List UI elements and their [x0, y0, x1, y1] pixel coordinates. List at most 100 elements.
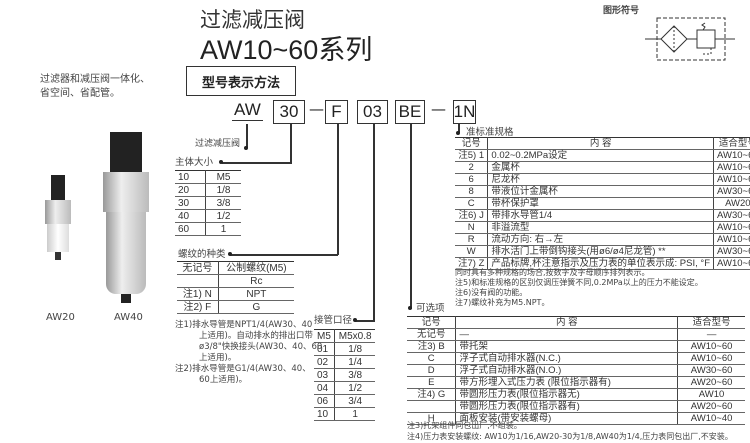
series-title: AW10~60系列: [200, 35, 373, 65]
table-cell: AW30~60: [713, 209, 750, 222]
table-cell: AW30~60: [677, 364, 745, 377]
column-header: 内 容: [487, 137, 715, 150]
table-cell: 带托架: [455, 340, 679, 353]
table-cell: —: [455, 328, 679, 341]
table-cell: AW20: [713, 197, 750, 210]
table-row: 带圆形压力表(限位指示器有)AW20~60: [407, 400, 745, 413]
table-cell: 1/8: [205, 183, 241, 197]
semi-standard-table: 记号内 容适合型号注5) 10.02~0.2MPa设定AW10~602金属杯AW…: [455, 137, 750, 270]
table-cell: AW10~60: [713, 233, 750, 246]
table-cell: C: [455, 197, 489, 210]
table-cell: 公制螺纹(M5): [218, 261, 294, 275]
note-line: 上适用)。: [199, 353, 237, 363]
table-cell: 04: [314, 381, 336, 395]
table-cell: M5: [314, 329, 336, 343]
thread-label: 螺纹的种类: [178, 249, 226, 260]
table-cell: 06: [314, 394, 336, 408]
table-cell: 20: [175, 183, 207, 197]
table-cell: AW10~60: [713, 173, 750, 186]
table-cell: 带排水导管1/4: [487, 209, 715, 222]
table-cell: 流动方向: 右→左: [487, 233, 715, 246]
table-cell: 带圆形压力表(限位指示器有): [455, 400, 679, 413]
table-cell: 注1) N: [177, 287, 219, 301]
code-thread: F: [325, 100, 348, 124]
table-cell: 无记号: [177, 261, 219, 275]
column-header: 适合型号: [713, 137, 750, 150]
note-line: 注2)排水导管是G1/4(AW30、40、: [175, 364, 311, 374]
table-cell: H: [407, 412, 457, 425]
note-line: 注6)没有阀的功能。: [455, 288, 528, 297]
note-line: 注4)压力表安装螺纹: AW10为1/16,AW20-30为1/8,AW40为1…: [407, 432, 733, 441]
table-cell: AW10~60: [677, 352, 745, 365]
table-cell: 01: [314, 342, 336, 356]
table-cell: 1/8: [334, 342, 375, 356]
note-line: 注5)和标准规格的区别仅调压弹簧不同,0.2MPa以上的压力不能设定。: [455, 278, 703, 287]
port-label: 接管口径: [314, 315, 353, 326]
table-cell: 注7) Z: [455, 257, 489, 270]
table-row: Rc: [177, 274, 294, 288]
table-cell: 注2) F: [177, 300, 219, 314]
symbol-label: 图形符号: [603, 6, 640, 16]
note-line: 注3)托架组件同包出厂,不组装。: [407, 421, 522, 430]
note-line: ø3/8"快换接头(AW30、40、60: [199, 342, 323, 352]
table-cell: AW10~60: [713, 149, 750, 162]
table-cell: 带圆形压力表(限位指示器无): [455, 388, 679, 401]
table-cell: W: [455, 245, 489, 258]
code-dash: —: [431, 100, 446, 118]
column-header: 记号: [455, 137, 489, 150]
table-cell: 03: [314, 368, 336, 382]
code-port: 03: [357, 100, 388, 124]
table-cell: 1: [205, 222, 241, 236]
table-cell: 带液位计金属杯: [487, 185, 715, 198]
option-notes: 注3)托架组件同包出厂,不组装。 注4)压力表安装螺纹: AW10为1/16,A…: [407, 420, 733, 442]
table-cell: Rc: [218, 274, 294, 288]
table-cell: 金属杯: [487, 161, 715, 174]
table-cell: AW20~60: [677, 376, 745, 389]
table-cell: 面板安装(带安装螺母): [455, 412, 679, 425]
table-cell: AW20~60: [677, 400, 745, 413]
table-cell: AW30~60: [713, 245, 750, 258]
table-cell: 8: [455, 185, 489, 198]
table-cell: [407, 400, 457, 413]
thread-notes: 注1)排水导管是NPT1/4(AW30、40 上适用)。自动排水的排出口带 ø3…: [175, 320, 322, 386]
table-cell: 注4) G: [407, 388, 457, 401]
table-cell: N: [455, 221, 489, 234]
model-heading: 型号表示方法: [186, 66, 296, 96]
column-header: 内 容: [455, 316, 679, 329]
table-cell: 浮子式自动排水器(N.C.): [455, 352, 679, 365]
table-cell: 1/4: [334, 355, 375, 369]
semi-std-label: 准标准规格: [466, 127, 514, 138]
table-header: 记号内 容适合型号: [407, 316, 745, 329]
table-cell: AW10~60: [713, 257, 750, 270]
table-cell: AW10~60: [677, 340, 745, 353]
intro-line: 省空间、省配管。: [40, 88, 120, 99]
table-cell: 3/8: [205, 196, 241, 210]
table-cell: 10: [314, 407, 336, 421]
product-label: AW20: [46, 312, 75, 323]
table-cell: R: [455, 233, 489, 246]
table-cell: 产品标牌,杯注意指示及压力表的单位表示成: PSI, °F: [487, 257, 715, 270]
table-row: 无记号公制螺纹(M5): [177, 261, 294, 275]
note-line: 上适用)。自动排水的排出口带: [199, 331, 313, 341]
code-prefix: AW: [232, 100, 263, 121]
code-semi-std: 1N: [453, 100, 476, 124]
